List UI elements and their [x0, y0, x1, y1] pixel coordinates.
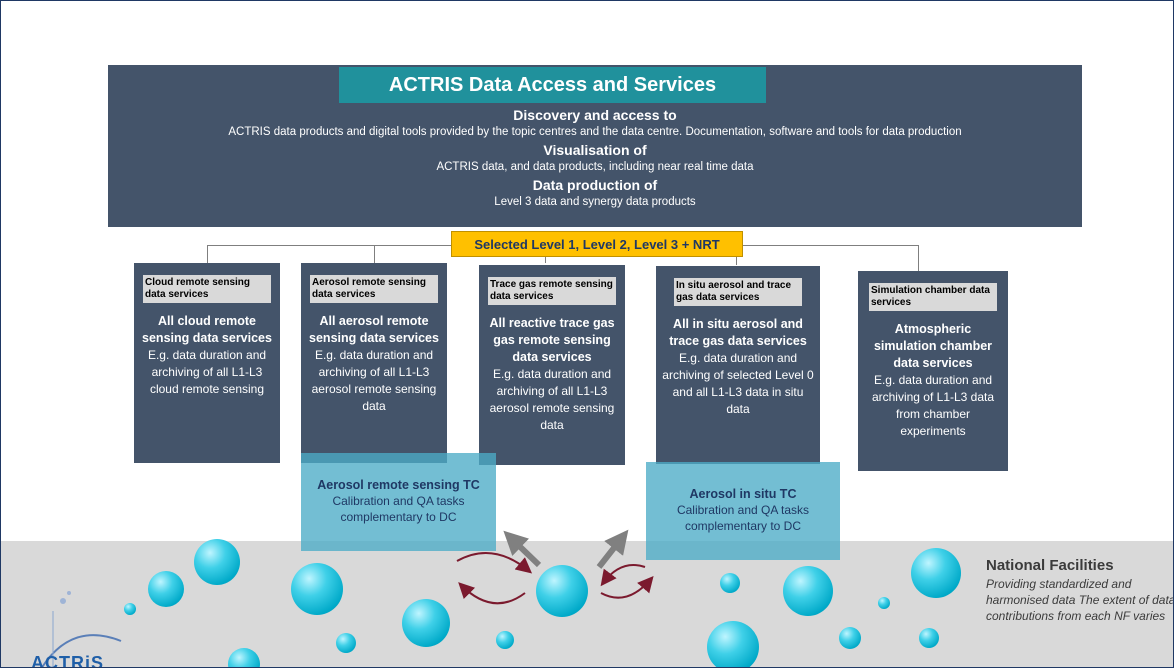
- facility-bubble: [707, 621, 759, 667]
- card-lead: All cloud remote sensing data services: [142, 314, 272, 345]
- card-body: E.g. data duration and archiving of all …: [147, 348, 267, 396]
- card-body: E.g. data duration and archiving of sele…: [662, 351, 814, 416]
- card-body: E.g. data duration and archiving of L1-L…: [871, 373, 995, 438]
- exchange-arrow-right-top: [600, 564, 646, 587]
- aerosol-remote-sensing-card: Aerosol remote sensing data services All…: [301, 263, 447, 463]
- card-body: E.g. data duration and archiving of all …: [489, 367, 615, 432]
- aerosol-remote-sensing-tc: Aerosol remote sensing TC Calibration an…: [301, 453, 496, 551]
- simulation-chamber-card: Simulation chamber data services Atmosph…: [858, 271, 1008, 471]
- actris-logo-text: ACTRiS: [31, 653, 104, 668]
- tc-lead: Aerosol remote sensing TC: [317, 478, 480, 492]
- connector-drop-2: [374, 245, 375, 263]
- aerosol-in-situ-tc: Aerosol in situ TC Calibration and QA ta…: [646, 462, 840, 560]
- national-facilities-text: Providing standardized and harmonised da…: [986, 577, 1174, 623]
- facility-bubble: [783, 566, 833, 616]
- tc-body: Calibration and QA tasks complementary t…: [676, 503, 810, 533]
- upload-arrow-left: [503, 530, 542, 568]
- actris-logo-swoosh: [41, 634, 122, 667]
- actris-logo-dot: [67, 591, 71, 595]
- in-situ-card: In situ aerosol and trace gas data servi…: [656, 266, 820, 464]
- text-data-production: Level 3 data and synergy data products: [494, 196, 696, 208]
- facility-bubble: [839, 627, 861, 649]
- card-lead: Atmospheric simulation chamber data serv…: [873, 322, 993, 370]
- heading-visualisation: Visualisation of: [543, 142, 647, 158]
- facility-bubble: [496, 631, 514, 649]
- card-body: E.g. data duration and archiving of all …: [311, 348, 437, 413]
- cloud-remote-sensing-card: Cloud remote sensing data services All c…: [134, 263, 280, 463]
- trace-gas-remote-sensing-card: Trace gas remote sensing data services A…: [479, 265, 625, 465]
- card-tag: Simulation chamber data services: [869, 283, 997, 311]
- card-tag: Trace gas remote sensing data services: [488, 277, 616, 305]
- heading-discovery: Discovery and access to: [513, 107, 677, 123]
- card-tag: In situ aerosol and trace gas data servi…: [674, 278, 802, 306]
- card-tag: Aerosol remote sensing data services: [310, 275, 438, 303]
- facility-bubble: [336, 633, 356, 653]
- connector-drop-5: [918, 245, 919, 271]
- facility-bubble: [919, 628, 939, 648]
- card-lead: All in situ aerosol and trace gas data s…: [669, 317, 807, 348]
- exchange-arrow-left-bottom: [458, 582, 526, 605]
- facility-bubble: [878, 597, 890, 609]
- connector-drop-1: [207, 245, 208, 263]
- heading-data-production: Data production of: [532, 177, 658, 193]
- tc-body: Calibration and QA tasks complementary t…: [332, 494, 465, 524]
- facility-bubble: [228, 648, 260, 667]
- facility-bubble: [291, 563, 343, 615]
- upload-arrow-right: [596, 529, 629, 569]
- text-discovery: ACTRIS data products and digital tools p…: [228, 126, 962, 138]
- data-access-panel: ACTRIS Data Access and Services Discover…: [108, 65, 1082, 227]
- panel-title: ACTRIS Data Access and Services: [339, 67, 766, 103]
- facility-bubble: [124, 603, 136, 615]
- national-facilities-title: National Facilities: [986, 557, 1114, 574]
- facility-bubble: [720, 573, 740, 593]
- national-facilities-note: National Facilities Providing standardiz…: [986, 556, 1174, 624]
- facility-bubble: [911, 548, 961, 598]
- card-lead: All aerosol remote sensing data services: [309, 314, 439, 345]
- facility-bubble: [194, 539, 240, 585]
- exchange-arrow-left-top: [456, 552, 533, 574]
- actris-logo-dot: [60, 598, 66, 604]
- text-visualisation: ACTRIS data, and data products, includin…: [436, 161, 754, 173]
- card-lead: All reactive trace gas gas remote sensin…: [489, 316, 615, 364]
- level-banner: Selected Level 1, Level 2, Level 3 + NRT: [451, 231, 743, 257]
- tc-lead: Aerosol in situ TC: [689, 487, 797, 501]
- facility-bubble: [536, 565, 588, 617]
- card-tag: Cloud remote sensing data services: [143, 275, 271, 303]
- exchange-arrow-right-bottom: [600, 575, 654, 599]
- facility-bubble: [148, 571, 184, 607]
- facility-bubble: [402, 599, 450, 647]
